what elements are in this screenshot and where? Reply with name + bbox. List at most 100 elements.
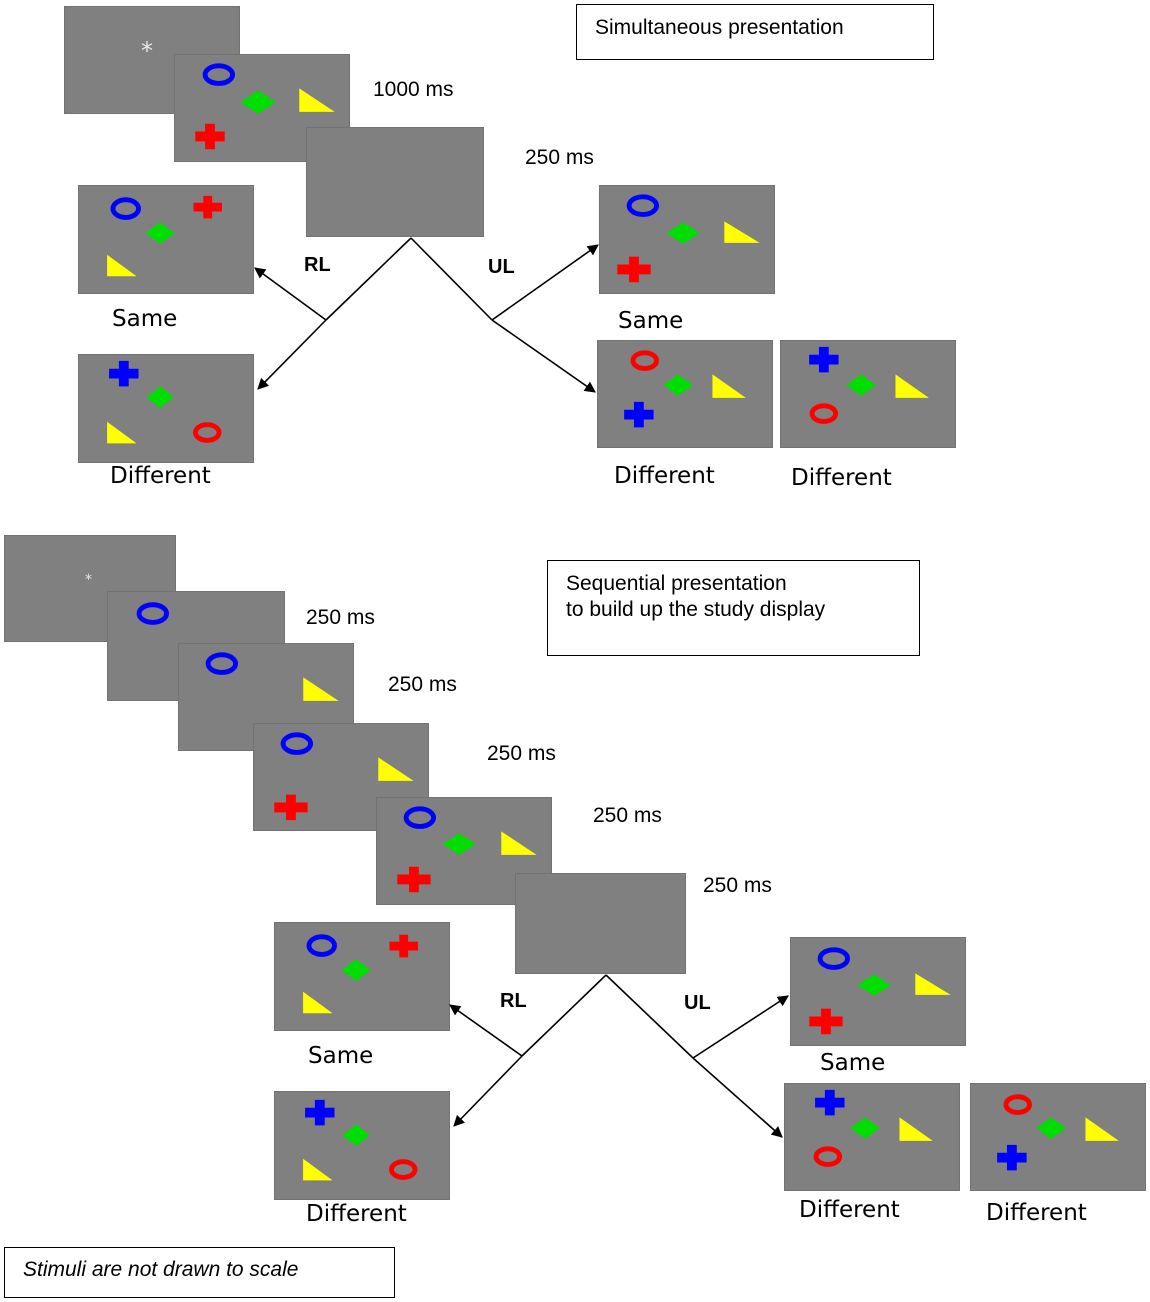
seq-duration-2: 250 ms [388,673,457,696]
seq-ul-different-panel-1 [784,1083,960,1191]
seq-blank-panel [515,873,686,974]
sim-rl-trunk [325,237,412,321]
green-diamond-icon [850,1117,880,1139]
seq-rl-same-label: Same [308,1043,374,1069]
green-diamond-icon [342,1124,370,1146]
sim-stimulus-duration: 1000 ms [373,78,454,101]
blue-cross-icon [997,1144,1027,1171]
yellow-triangle-icon [303,1158,333,1181]
red-cross-icon [809,1008,843,1035]
seq-ul-different-arrow [692,1057,783,1138]
green-diamond-icon [442,833,476,855]
blue-cross-icon [809,346,839,373]
red-cross-icon [195,123,225,150]
sim-ul-different-arrow [491,319,596,393]
green-diamond-icon [666,222,700,244]
seq-duration-4: 250 ms [593,804,662,827]
sim-ul-different-panel-1 [597,340,773,448]
blue-cross-icon [815,1089,845,1116]
yellow-triangle-icon [915,973,951,995]
blue-ring-icon [202,63,236,86]
green-diamond-icon [341,959,371,981]
green-diamond-icon [857,974,891,996]
green-diamond-icon [1036,1117,1066,1139]
seq-duration-3: 250 ms [487,742,556,765]
green-diamond-icon [846,374,876,396]
red-ring-icon [1003,1094,1032,1115]
red-cross-icon [397,866,431,893]
blue-ring-icon [817,947,851,970]
scale-note: Stimuli are not drawn to scale [23,1258,299,1281]
sim-blank-panel [306,127,484,237]
sim-blank-duration: 250 ms [525,146,594,169]
yellow-triangle-icon [899,1117,933,1141]
red-cross-icon [617,256,651,283]
sim-ul-same-panel [599,185,775,294]
yellow-triangle-icon [378,757,414,781]
sim-rl-same-label: Same [112,306,178,332]
green-diamond-icon [663,374,693,396]
yellow-triangle-icon [303,677,339,701]
sim-rl-route-label: RL [304,254,331,276]
sim-ul-different-panel-2 [780,340,956,448]
red-ring-icon [388,1159,418,1180]
red-ring-icon [192,422,222,443]
sim-ul-different-label-1: Different [614,463,715,489]
blue-ring-icon [306,934,337,957]
sim-rl-same-panel [78,185,254,294]
seq-ul-different-label-2: Different [986,1200,1087,1226]
yellow-triangle-icon [1085,1117,1119,1141]
yellow-triangle-icon [712,374,746,398]
green-diamond-icon [145,222,175,244]
seq-duration-1: 250 ms [306,606,375,629]
red-ring-icon [630,350,659,371]
yellow-triangle-icon [107,254,137,277]
red-cross-icon [193,195,222,219]
red-ring-icon [809,403,839,424]
sequential-title-line2: to build up the study display [566,598,826,621]
yellow-triangle-icon [724,221,760,243]
seq-ul-trunk [605,974,694,1059]
blue-ring-icon [280,732,314,755]
seq-ul-same-panel [790,937,966,1046]
fixation-star-icon: * [141,37,153,65]
yellow-triangle-icon [303,991,333,1014]
blue-cross-icon [624,401,654,428]
red-cross-icon [389,934,418,958]
yellow-triangle-icon [895,374,929,398]
sim-rl-different-panel [78,354,254,463]
sequential-title-box: Sequential presentation to build up the … [547,560,920,656]
seq-ul-same-label: Same [820,1050,886,1076]
scale-note-box: Stimuli are not drawn to scale [4,1247,395,1298]
sim-rl-different-arrow [257,319,327,390]
blue-cross-icon [109,360,139,387]
seq-rl-different-arrow [453,1055,523,1127]
simultaneous-title-box: Simultaneous presentation [576,4,934,60]
sim-ul-same-label: Same [618,308,684,334]
seq-rl-different-panel [274,1091,450,1200]
seq-rl-trunk [521,974,607,1057]
seq-rl-route-label: RL [500,990,527,1012]
yellow-triangle-icon [501,831,537,855]
blue-ring-icon [626,194,660,217]
simultaneous-title: Simultaneous presentation [595,16,844,39]
green-diamond-icon [146,386,174,409]
blue-ring-icon [136,602,169,625]
red-ring-icon [813,1146,843,1167]
blue-ring-icon [110,197,141,220]
sim-rl-different-label: Different [110,463,211,489]
fixation-star-icon: * [85,572,92,588]
green-diamond-icon [240,90,276,114]
sequential-title-line1: Sequential presentation [566,572,787,595]
seq-ul-different-panel-2 [970,1083,1146,1191]
seq-ul-different-label-1: Different [799,1197,900,1223]
sim-ul-trunk [410,237,493,321]
yellow-triangle-icon [107,421,137,444]
blue-ring-icon [403,806,437,829]
yellow-triangle-icon [299,88,335,112]
seq-duration-5: 250 ms [703,874,772,897]
red-cross-icon [274,794,308,821]
blue-cross-icon [305,1099,335,1126]
blue-ring-icon [205,652,239,675]
